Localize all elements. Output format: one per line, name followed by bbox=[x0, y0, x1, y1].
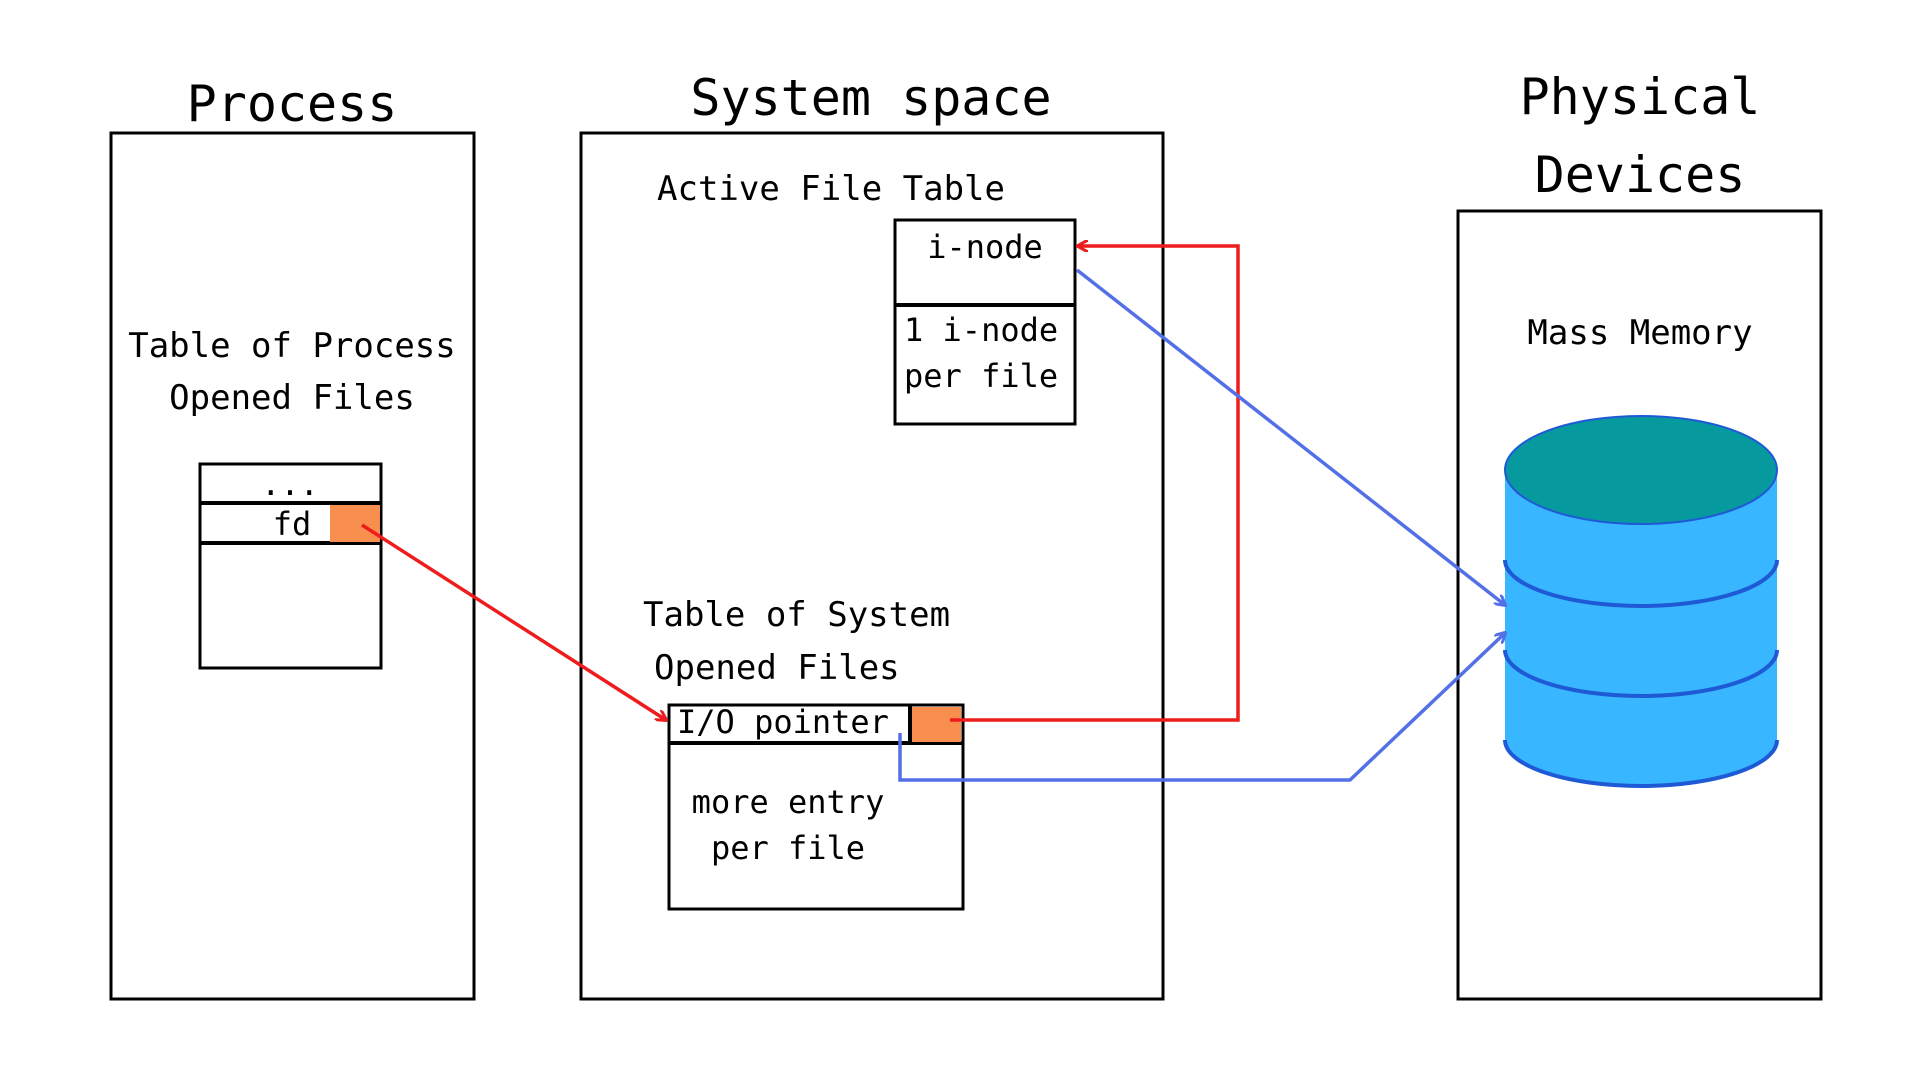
system-open-files-label-line2: Opened Files bbox=[654, 648, 900, 688]
more-entry-line1: more entry bbox=[692, 783, 885, 821]
system-space-title: System space bbox=[690, 69, 1051, 127]
io-pointer-to-inode-arrow bbox=[950, 246, 1240, 722]
io-pointer-to-mass-memory-arrow bbox=[898, 633, 1505, 782]
process-title: Process bbox=[187, 75, 398, 133]
fd-row-label: fd bbox=[273, 505, 312, 543]
physical-devices-title-line2: Devices bbox=[1535, 146, 1746, 204]
io-pointer-row-label: I/O pointer bbox=[677, 703, 889, 741]
active-file-table-label: Active File Table bbox=[657, 169, 1005, 209]
fd-to-io-pointer-arrow bbox=[361, 523, 666, 720]
system-space-box bbox=[579, 131, 1165, 1001]
io-pointer-slot bbox=[912, 707, 961, 742]
fd-pointer-slot bbox=[330, 505, 380, 542]
physical-devices-title-line1: Physical bbox=[1520, 68, 1761, 126]
physical-devices-box bbox=[1456, 209, 1823, 1001]
mass-memory-label: Mass Memory bbox=[1527, 313, 1752, 353]
process-table-ellipsis-row: ... bbox=[261, 465, 319, 503]
process-table-label-line2: Opened Files bbox=[169, 378, 415, 418]
process-open-files-table: ... fd bbox=[198, 462, 383, 670]
process-table-label-line1: Table of Process bbox=[128, 326, 456, 366]
inode-to-mass-memory-arrow bbox=[1075, 268, 1505, 605]
more-entry-line2: per file bbox=[711, 829, 865, 867]
system-open-files-label-line1: Table of System bbox=[643, 595, 950, 635]
inode-note-line1: 1 i-node bbox=[904, 311, 1058, 349]
inode-note-line2: per file bbox=[904, 357, 1058, 395]
database-cylinder-icon bbox=[1503, 415, 1779, 788]
system-open-files-table: I/O pointer more entry per file bbox=[667, 703, 965, 911]
inode-row-label: i-node bbox=[927, 228, 1043, 266]
active-file-table: i-node 1 i-node per file bbox=[893, 218, 1077, 426]
process-box bbox=[109, 131, 476, 1001]
